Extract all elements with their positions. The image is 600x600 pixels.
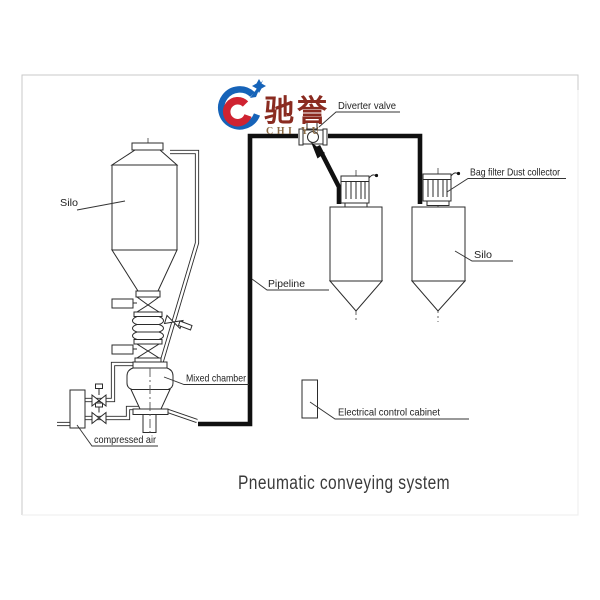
logo-swirl-icon	[218, 79, 266, 130]
frame-border	[21, 74, 579, 515]
vent-valve-wing2	[163, 314, 175, 325]
valve2-actuator-box	[111, 344, 134, 355]
diagram-title: Pneumatic conveying system	[238, 473, 450, 494]
bag-filter-right-vent-tip	[456, 171, 461, 176]
bag-filter-mid-vent-tip	[374, 173, 379, 178]
logo-name-cn: 驰誉	[264, 95, 330, 128]
chamber-inlet-flange	[134, 357, 162, 363]
chamber-bottom-flange	[132, 408, 169, 415]
silo-left-cone	[111, 249, 178, 292]
chamber-outlet-line-bore	[167, 409, 198, 423]
diverter-flange-right	[322, 128, 328, 146]
callouts: Silo Diverter valve Pipeline Bag filter …	[60, 100, 566, 447]
logo-blue-swirl	[218, 86, 261, 130]
discharge-valve1-top	[135, 296, 161, 306]
silo-right-cone	[410, 280, 467, 312]
frame-border-faint	[22, 90, 579, 516]
silo-right-neck	[426, 200, 450, 206]
pipeline-top-run	[328, 133, 423, 204]
leader-bag-filter	[446, 178, 566, 193]
vent-pipe	[158, 149, 200, 365]
silo-left-top-collar	[131, 142, 164, 151]
vent-valve-handle	[177, 320, 193, 331]
discharge-valve2-top	[135, 343, 161, 352]
leader-silo-right	[454, 250, 513, 262]
chamber-collar	[132, 361, 168, 369]
label-bag-filter: Bag filter Dust collector	[470, 167, 560, 179]
silo-left-group	[110, 138, 179, 300]
logo-red-swirl	[222, 96, 252, 127]
silo-right-group	[410, 168, 467, 322]
leader-mixed-chamber	[163, 376, 249, 385]
pipeline-riser	[198, 133, 298, 427]
pipeline-branch-diagonal	[315, 144, 342, 204]
leader-pipeline	[251, 278, 329, 291]
leader-diverter-valve	[318, 111, 400, 128]
vent-butterfly-valve	[163, 314, 193, 331]
label-mixed-chamber: Mixed chamber	[186, 373, 246, 385]
air-manifold	[69, 389, 86, 429]
discharge-valve2-bottom	[135, 350, 161, 359]
silo-mid-group	[328, 170, 384, 322]
vent-pipe-bore	[159, 150, 199, 365]
diverter-actuator	[306, 121, 318, 130]
compressed-air-group	[69, 383, 107, 429]
air-valve1-handle	[95, 383, 103, 389]
silo-right-body	[411, 206, 466, 282]
drawing-frame	[21, 74, 579, 516]
air-valve2-right	[98, 411, 107, 425]
conveying-pipeline	[198, 133, 423, 427]
discharge-valve1-bottom	[135, 304, 161, 313]
label-silo-right: Silo	[474, 249, 492, 261]
star-icon	[252, 79, 266, 93]
diverter-ball	[307, 131, 319, 143]
leader-compressed-air	[76, 424, 158, 447]
leader-electrical-cabinet	[309, 401, 469, 420]
cabinet-group	[301, 379, 318, 419]
bellows-bottom-plate	[133, 339, 163, 345]
air-valve2-left	[91, 411, 100, 425]
valve-train	[111, 296, 164, 363]
logo: 驰誉 CHI YU	[218, 79, 330, 137]
diverter-flap	[311, 142, 325, 159]
silo-left-dome	[110, 149, 179, 166]
bellows-left	[132, 316, 139, 340]
label-compressed-air: compressed air	[94, 434, 156, 446]
electrical-cabinet-box	[301, 379, 318, 419]
air-valve2-handle	[95, 402, 103, 408]
mixed-chamber-group	[126, 361, 174, 433]
label-diverter-valve: Diverter valve	[338, 100, 396, 112]
label-pipeline: Pipeline	[268, 278, 305, 290]
leader-silo-left	[76, 200, 126, 211]
bellows-top-plate	[133, 311, 163, 317]
silo-mid-cone	[328, 280, 384, 312]
silo-left-body	[111, 164, 178, 251]
silo-left-outlet-flange	[135, 290, 161, 298]
logo-name-en: CHI YU	[266, 126, 322, 137]
label-electrical-cabinet: Electrical control cabinet	[338, 407, 440, 419]
valve1-actuator-box	[111, 298, 134, 309]
silo-mid-body	[329, 206, 383, 282]
label-silo-left: Silo	[60, 197, 78, 209]
chamber-outlet-tube	[142, 414, 157, 433]
diverter-valve-group	[298, 121, 328, 159]
bellows-right	[157, 316, 164, 340]
